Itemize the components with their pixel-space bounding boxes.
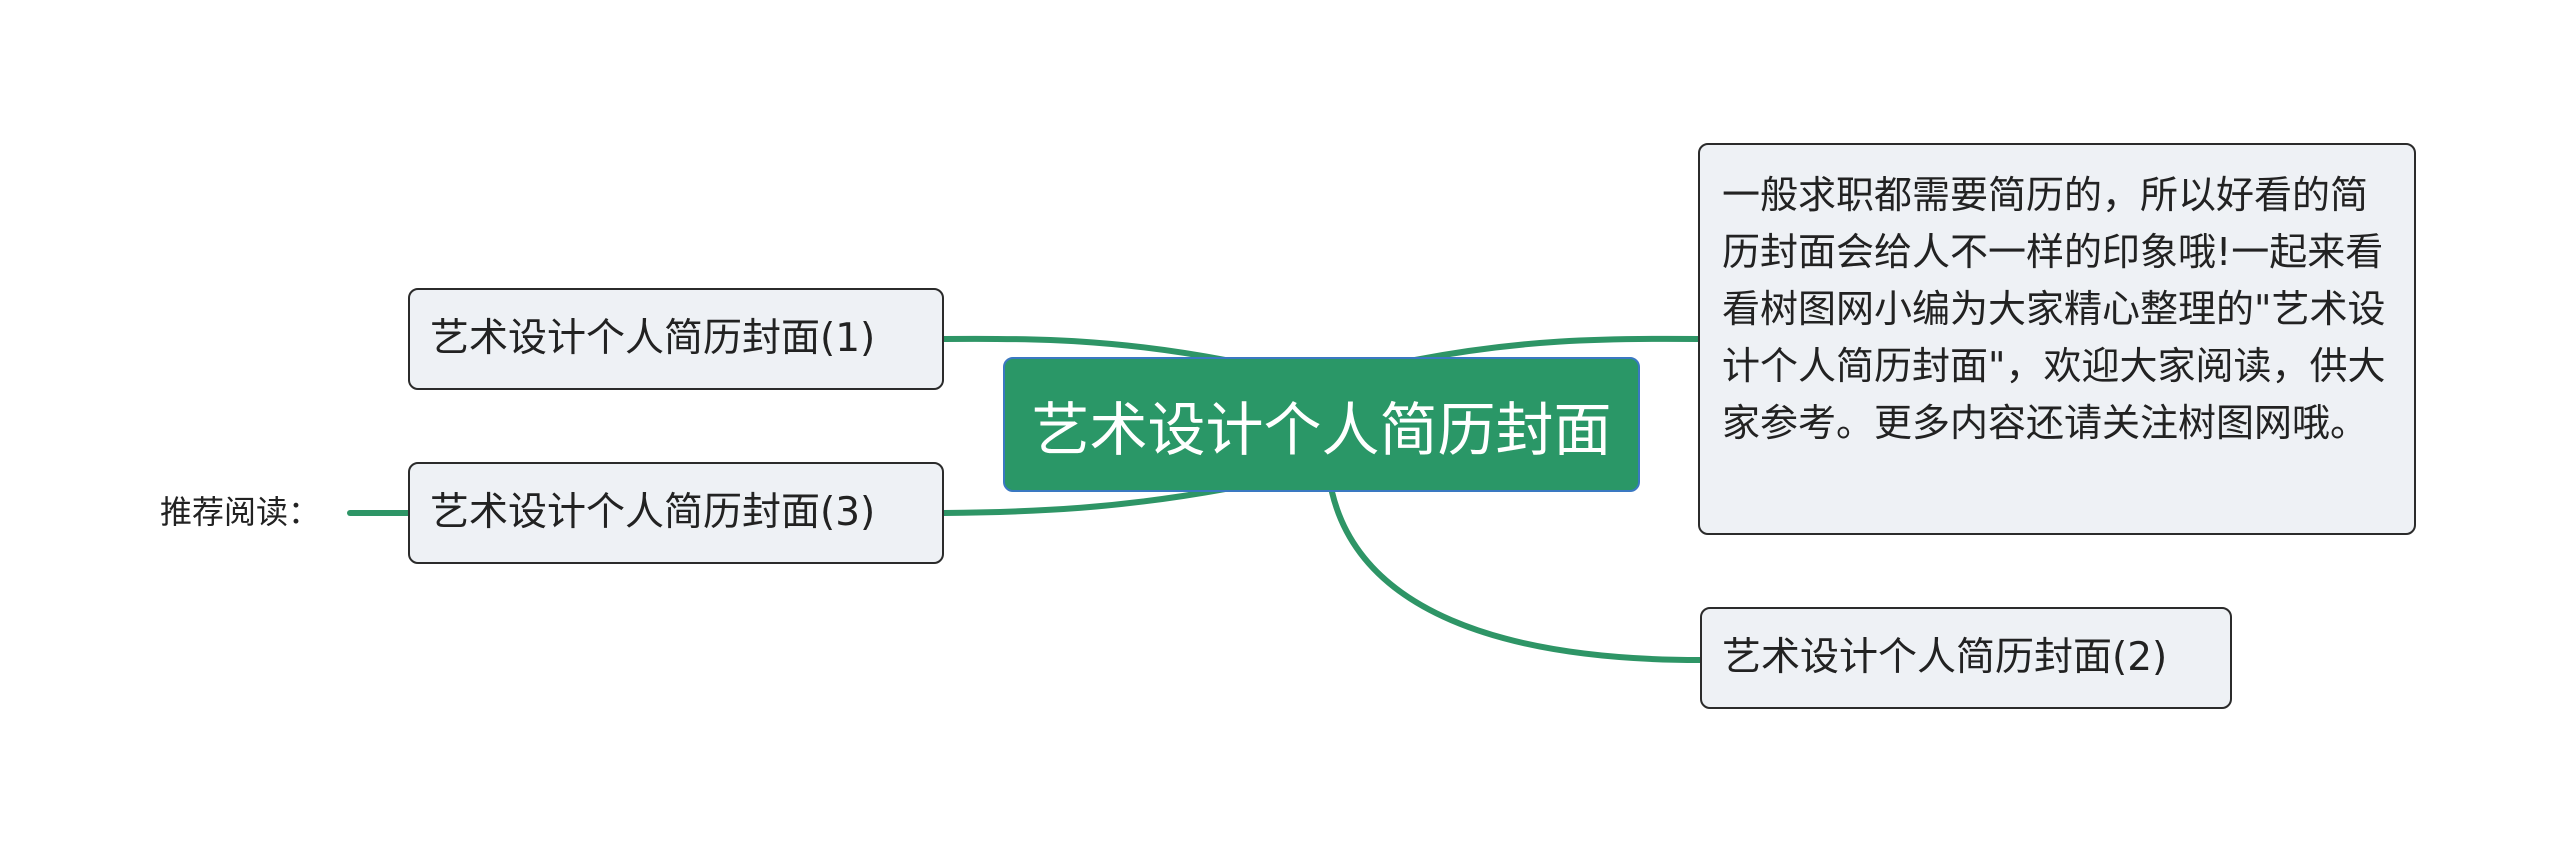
connector-root-topic-2 <box>1329 489 1703 663</box>
central-topic-label: 艺术设计个人简历封面 <box>1031 395 1612 464</box>
topic-node-3-label: 艺术设计个人简历封面(3) <box>430 490 876 535</box>
description-text: 一般求职都需要简历的，所以好看的简历封面会给人不一样的印象哦!一起来看看树图网小… <box>1722 173 2386 445</box>
topic-node-3[interactable]: 艺术设计个人简历封面(3) <box>408 462 944 564</box>
topic-node-1-label: 艺术设计个人简历封面(1) <box>430 316 876 361</box>
topic-node-2-label: 艺术设计个人简历封面(2) <box>1722 635 2168 680</box>
topic-node-2[interactable]: 艺术设计个人简历封面(2) <box>1700 607 2232 709</box>
connector-root-topic-3 <box>941 486 1228 516</box>
description-node[interactable]: 一般求职都需要简历的，所以好看的简历封面会给人不一样的印象哦!一起来看看树图网小… <box>1698 143 2416 535</box>
recommended-reading-label: 推荐阅读： <box>160 493 321 531</box>
connector-root-description <box>1412 335 1701 363</box>
connector-root-topic-1 <box>941 335 1228 363</box>
topic-node-1[interactable]: 艺术设计个人简历封面(1) <box>408 288 944 390</box>
central-topic[interactable]: 艺术设计个人简历封面 <box>1003 357 1640 492</box>
